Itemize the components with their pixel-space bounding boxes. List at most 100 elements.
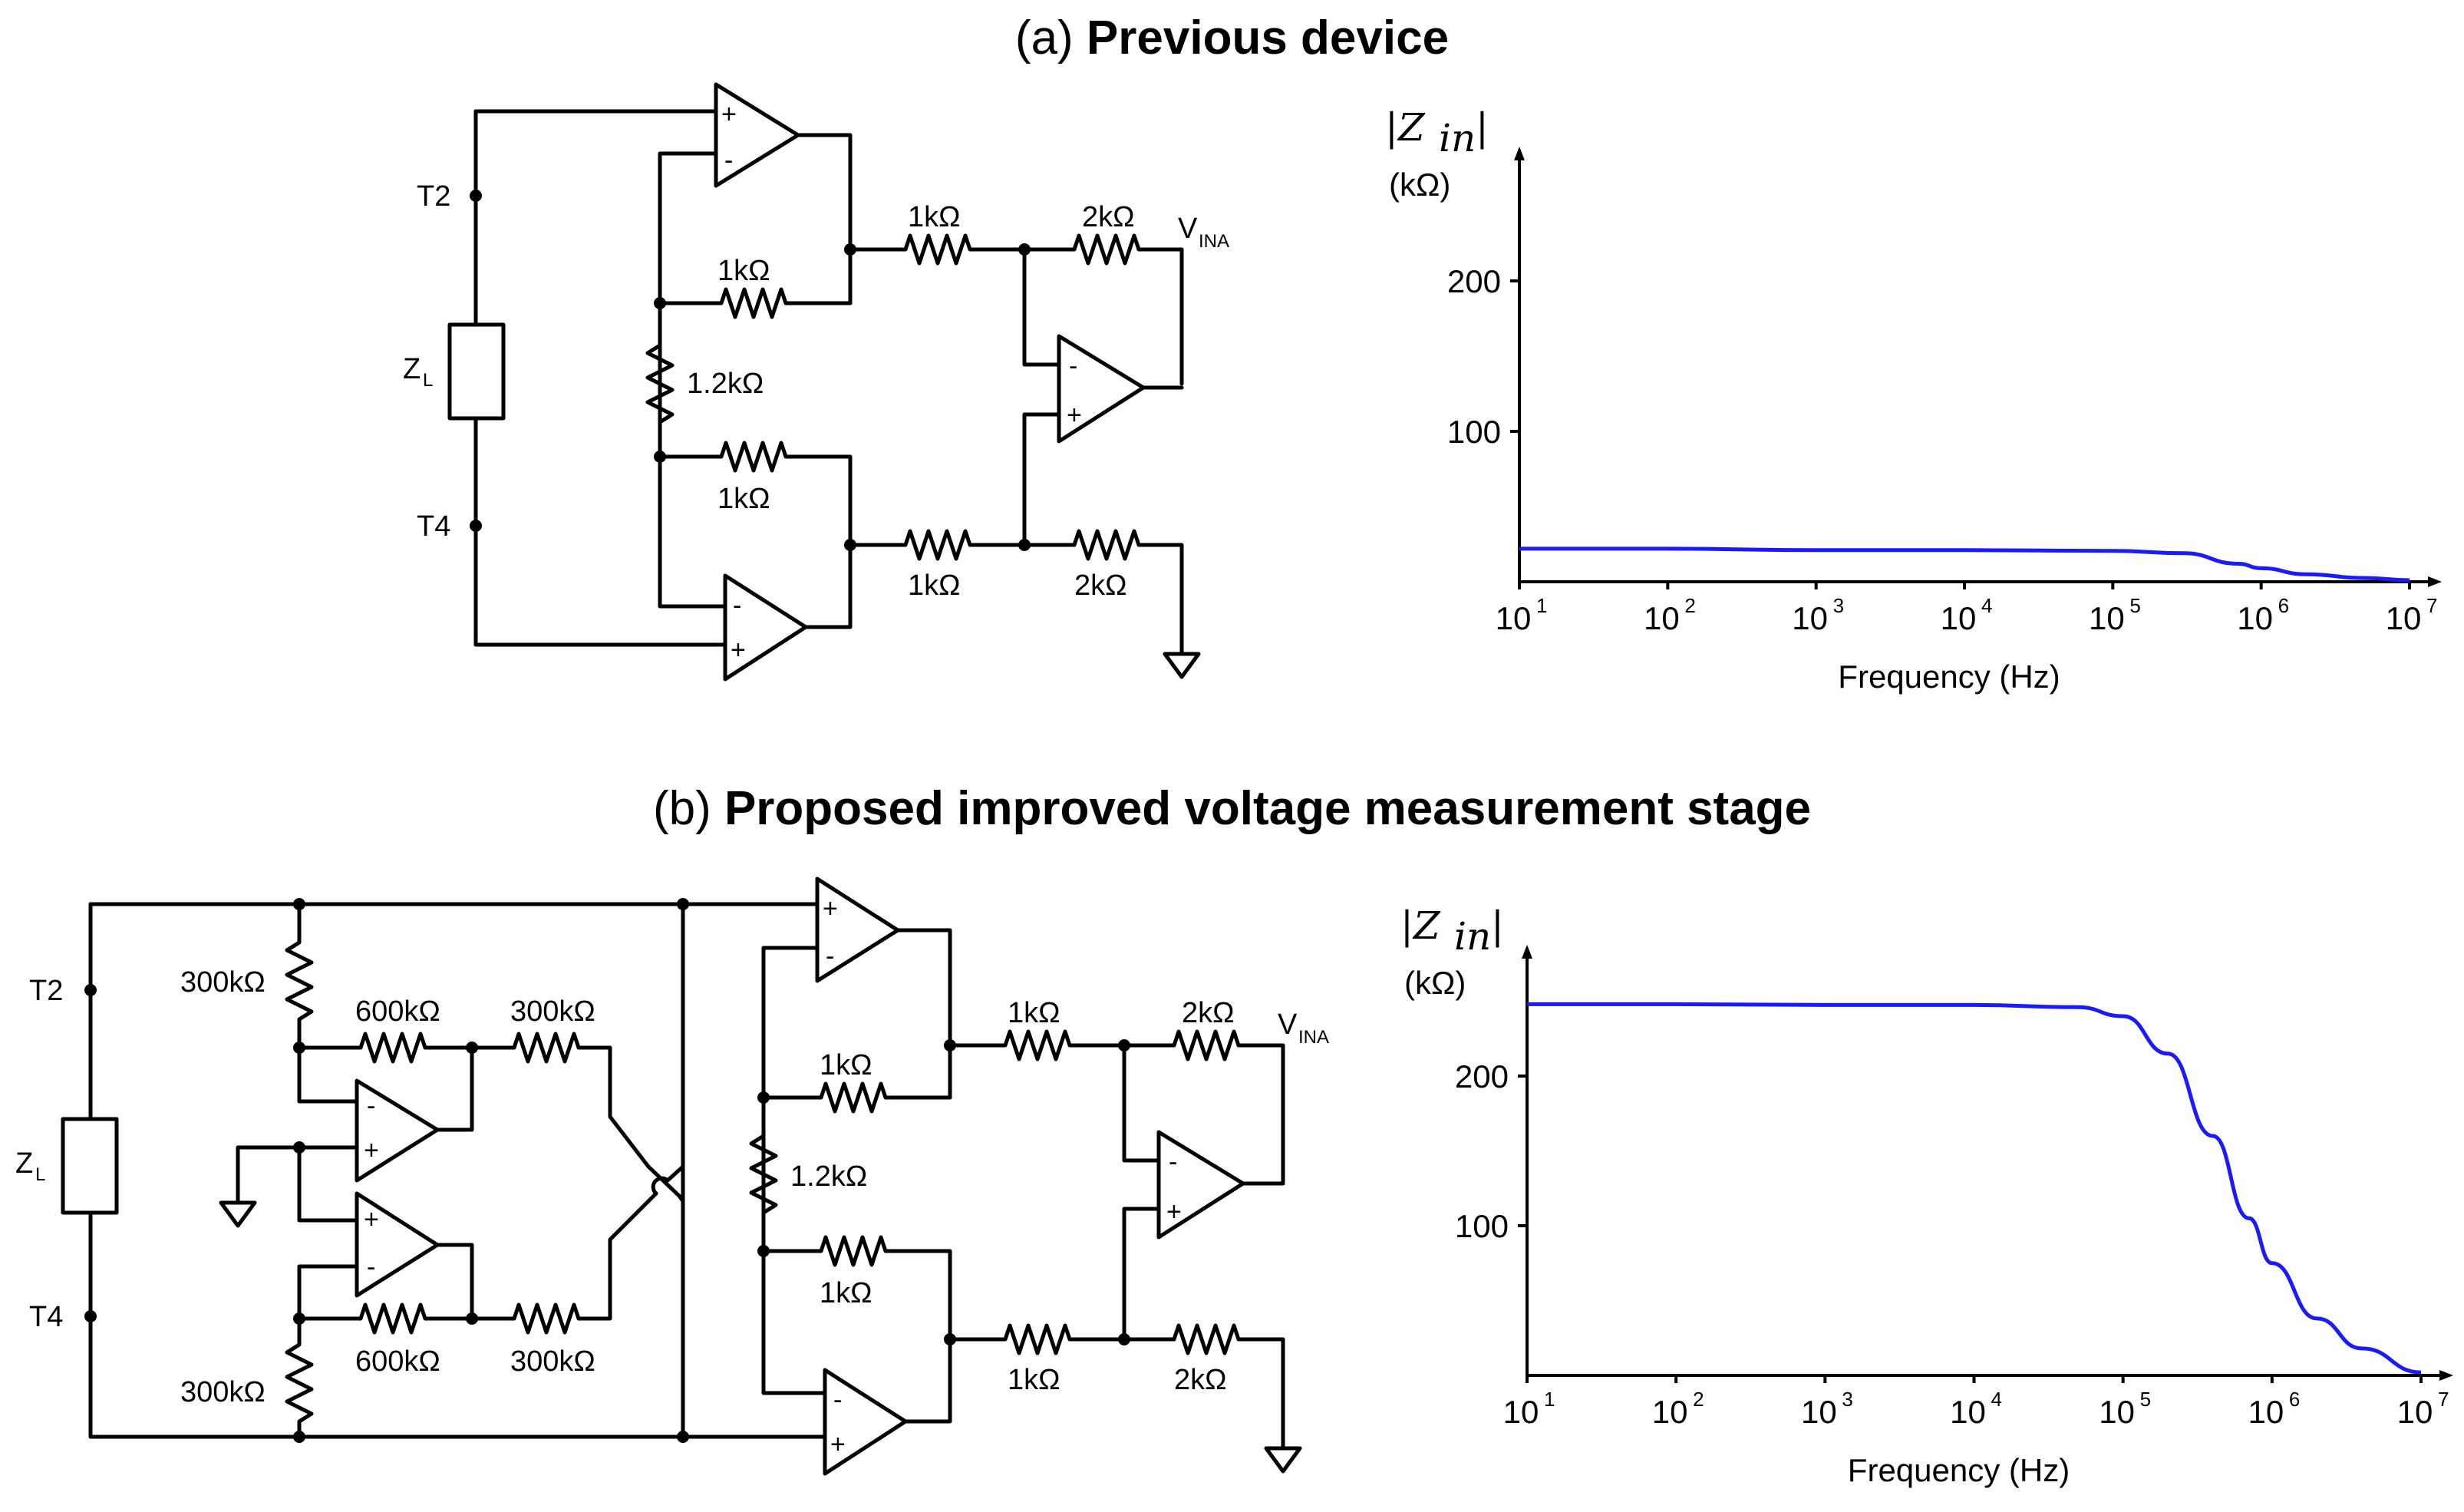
resistor-b-bot-fb xyxy=(761,1235,952,1342)
wire-b-shared-node xyxy=(297,1145,359,1223)
x-axis-label: Frequency (Hz) xyxy=(1838,659,2060,695)
x-tick-exponent: 1 xyxy=(1536,594,1547,617)
resistor-b-top-fb xyxy=(761,1043,952,1114)
opamp-b-upper-inner-minus: - xyxy=(367,1091,375,1121)
label-b-r-fb: 2kΩ xyxy=(1182,997,1235,1029)
x-axis-arrow-icon xyxy=(2428,576,2442,587)
wire-a-diff-inv xyxy=(1022,247,1061,367)
node-a-3 xyxy=(654,451,666,463)
x-tick-exponent: 2 xyxy=(1684,594,1695,617)
label-a-r-gnd: 2kΩ xyxy=(1074,569,1127,602)
series-line xyxy=(1527,1002,2422,1375)
opamp-a-bottom-plus: + xyxy=(731,636,746,665)
label-a-r-diff-in-bot: 1kΩ xyxy=(908,569,961,602)
load-impedance-a xyxy=(447,322,506,421)
x-tick-exponent: 3 xyxy=(1833,594,1844,617)
x-tick-label: 10 xyxy=(1496,600,1532,636)
wire-a-top-out xyxy=(796,133,853,305)
x-tick-label: 10 xyxy=(2099,1394,2135,1430)
label-zl-sub-b: L xyxy=(35,1164,45,1185)
x-tick-exponent: 7 xyxy=(2426,594,2437,617)
opamp-a-bottom-minus: - xyxy=(733,591,741,620)
x-tick-exponent: 6 xyxy=(2289,1388,2300,1411)
opamp-b-bottom xyxy=(823,1368,908,1476)
label-zl-sub-a: L xyxy=(423,370,433,391)
wire-a-bot-out xyxy=(803,543,853,629)
resistor-b-gain xyxy=(749,1134,778,1215)
ground-b-inner-icon xyxy=(219,1200,257,1228)
panel-a-title-prefix: (a) xyxy=(1014,12,1087,64)
label-b-r-gain: 1.2kΩ xyxy=(790,1160,867,1193)
label-zl-a: Z xyxy=(403,353,421,385)
y-tick-label: 200 xyxy=(1455,1058,1509,1094)
x-tick-exponent: 6 xyxy=(2278,594,2289,617)
wire-a-inv-rail xyxy=(658,151,727,609)
resistor-b-300-bot-h xyxy=(470,1191,658,1335)
label-t4-b: T4 xyxy=(29,1301,63,1333)
resistor-b-diff-bot xyxy=(948,1323,1126,1355)
y-tick-label: 100 xyxy=(1447,414,1501,450)
x-tick-label: 10 xyxy=(2089,600,2125,636)
label-a-r-gain: 1.2kΩ xyxy=(687,368,764,400)
label-b-vout-sub: INA xyxy=(1298,1027,1329,1048)
series-line xyxy=(1519,546,2410,583)
opamp-a-top xyxy=(714,82,800,188)
label-t2-b: T2 xyxy=(29,975,63,1007)
y-axis-label-sub: in xyxy=(1439,116,1476,160)
resistor-a-top-fb xyxy=(658,247,853,319)
y-axis-unit: (kΩ) xyxy=(1404,965,1466,1001)
y-tick-label: 200 xyxy=(1447,263,1501,299)
circuit-b: T2 T4 Z L 300kΩ 600kΩ 300kΩ - + + xyxy=(15,876,1329,1476)
label-b-vout: V xyxy=(1278,1009,1298,1041)
resistor-b-diff-top xyxy=(948,1029,1126,1061)
panel-a-title-bold: Previous device xyxy=(1086,12,1450,64)
panel-b-title-bold: Proposed improved voltage measurement st… xyxy=(724,782,1812,835)
opamp-b-upper-inner xyxy=(355,1078,440,1183)
wire-b-lower-out xyxy=(435,1243,474,1321)
label-b-r-diff-in-top: 1kΩ xyxy=(1008,997,1060,1029)
wire-b-diff-inv xyxy=(1122,1043,1161,1163)
panel-a-title: (a) Previous device xyxy=(0,11,2464,65)
node-a-1 xyxy=(654,297,666,309)
panel-b-title: (b) Proposed improved voltage measuremen… xyxy=(0,781,2464,836)
x-axis-label: Frequency (Hz) xyxy=(1848,1452,2070,1488)
resistor-a-diff-bot xyxy=(848,529,1027,561)
node-b-10 xyxy=(757,1091,770,1104)
x-tick-label: 10 xyxy=(2386,600,2422,636)
x-tick-label: 10 xyxy=(1652,1394,1688,1430)
node-t4-b xyxy=(84,1310,97,1322)
opamp-b-lower-inner-minus: - xyxy=(367,1253,375,1282)
wire-b-inv-rail xyxy=(761,946,827,1395)
x-tick-exponent: 2 xyxy=(1693,1388,1704,1411)
resistor-b-600-bot xyxy=(297,1302,474,1335)
opamp-b-lower-inner-plus: + xyxy=(364,1205,379,1234)
node-t4-a xyxy=(470,520,482,532)
y-axis-label: |Z xyxy=(1385,105,1426,150)
wire-b-upper-inv xyxy=(297,1045,359,1104)
y-axis-label-close: | xyxy=(1491,903,1504,948)
y-tick-label: 100 xyxy=(1455,1208,1509,1244)
resistor-b-300-top-h xyxy=(470,1032,651,1169)
x-tick-exponent: 1 xyxy=(1544,1388,1555,1411)
x-tick-label: 10 xyxy=(1941,600,1977,636)
resistor-a-fb xyxy=(1022,233,1184,386)
label-b-r-600-bot: 600kΩ xyxy=(355,1345,440,1378)
y-axis-arrow-icon xyxy=(1522,945,1532,959)
label-b-r-bot-in: 1kΩ xyxy=(820,1277,872,1309)
x-tick-label: 10 xyxy=(2397,1394,2433,1430)
x-tick-exponent: 4 xyxy=(1981,594,1992,617)
label-zl-b: Z xyxy=(15,1147,33,1180)
label-a-vout-sub: INA xyxy=(1199,231,1229,252)
y-axis-label: |Z xyxy=(1400,903,1441,948)
label-a-r-bot-in: 1kΩ xyxy=(717,483,770,515)
opamp-b-diff-plus: + xyxy=(1166,1197,1182,1226)
y-axis-label-sub: in xyxy=(1454,914,1491,959)
ground-a-icon xyxy=(1163,652,1201,679)
label-a-vout: V xyxy=(1178,213,1198,245)
x-axis-arrow-icon xyxy=(2439,1370,2453,1381)
resistor-b-600-top xyxy=(297,1032,474,1064)
x-tick-exponent: 5 xyxy=(2140,1388,2151,1411)
wire-b-cross-1 xyxy=(646,1164,685,1203)
resistor-a-bot-fb xyxy=(658,441,853,547)
